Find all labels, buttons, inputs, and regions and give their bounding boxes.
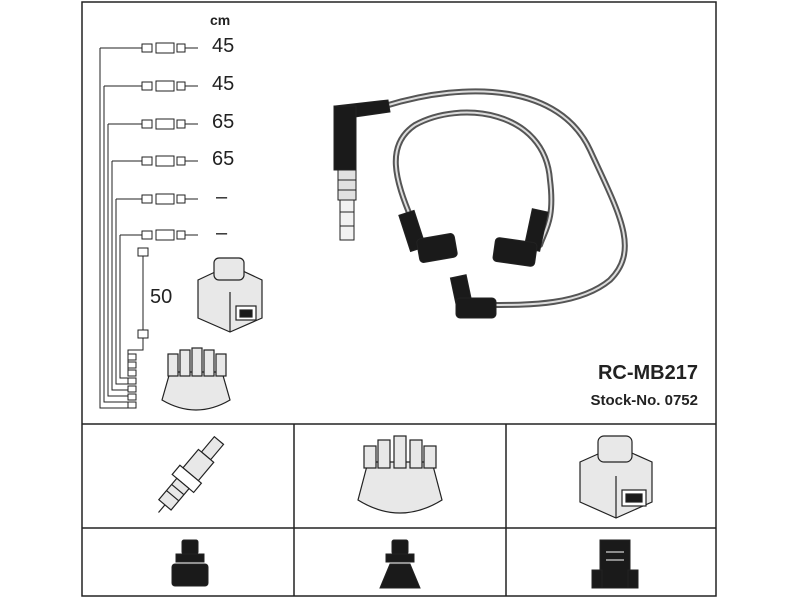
unit-label: cm xyxy=(210,12,231,28)
lead-row-3 xyxy=(107,118,198,397)
spark-plug-icon xyxy=(157,435,225,513)
lead-schematic xyxy=(99,42,198,409)
length-label-1: 45 xyxy=(212,35,235,57)
length-label-5: – xyxy=(216,186,228,208)
lead-row-2 xyxy=(103,80,198,403)
angled-plug-1 xyxy=(398,209,458,263)
straight-plug xyxy=(333,99,391,241)
connector-symbol-2 xyxy=(379,539,421,589)
angled-plug-2 xyxy=(492,208,549,267)
distributor-cap-icon xyxy=(357,435,443,514)
frame xyxy=(81,1,717,597)
ignition-coil-icon xyxy=(579,435,653,519)
connector-symbol-1 xyxy=(171,539,209,587)
coil-small-icon xyxy=(197,257,263,333)
lead-row-1 xyxy=(99,42,198,409)
distributor-cap-small-icon xyxy=(161,347,231,411)
length-label-3: 65 xyxy=(212,111,235,133)
angled-plug-3 xyxy=(449,274,497,319)
coil-lead xyxy=(127,247,149,372)
connector-symbol-3 xyxy=(591,539,639,589)
coil-lead-length: 50 xyxy=(150,286,173,308)
stock-number: Stock-No. 0752 xyxy=(590,392,698,409)
lead-row-5 xyxy=(115,193,198,385)
terminal-stubs xyxy=(127,353,137,409)
part-number: RC-MB217 xyxy=(597,362,698,384)
length-label-4: 65 xyxy=(212,148,235,170)
lead-row-4 xyxy=(111,155,198,391)
length-label-2: 45 xyxy=(212,73,235,95)
length-label-6: – xyxy=(216,222,228,244)
cable-set xyxy=(333,88,628,319)
lead-row-6 xyxy=(119,229,198,379)
